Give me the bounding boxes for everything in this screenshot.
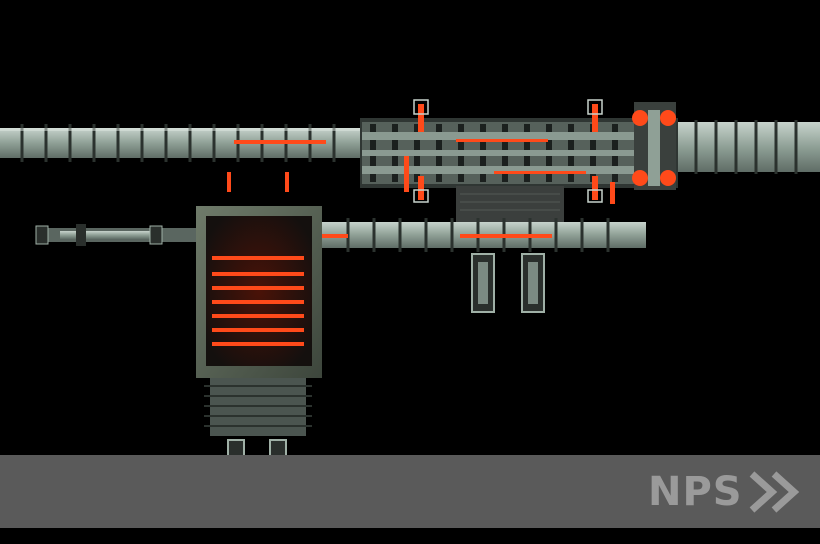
upper-roller-table-right [678,120,820,174]
descaler-texture [460,193,560,211]
actuator-markers [404,104,615,204]
descaler-pit [456,186,564,222]
hydraulic-cylinders [471,253,545,313]
charging-table [35,224,198,246]
double-chevron-right-icon [749,471,800,513]
pusher-markers [227,172,289,192]
hot-bar-lower-right [460,234,552,238]
lower-roller-table [258,218,646,252]
hot-bar-upper-left [234,140,326,144]
logo-text: NPS [648,469,743,515]
nps-logo: NPS [648,462,808,522]
furnace-discharge-table [204,378,312,436]
mill-stand-section [360,99,678,204]
footer-band [0,455,820,528]
furnace-slabs [212,256,304,346]
crop-shear [632,102,676,190]
hot-bar-mill-upper [456,139,548,142]
hot-bar-mill-lower [494,171,586,174]
reheating-furnace [196,206,322,378]
